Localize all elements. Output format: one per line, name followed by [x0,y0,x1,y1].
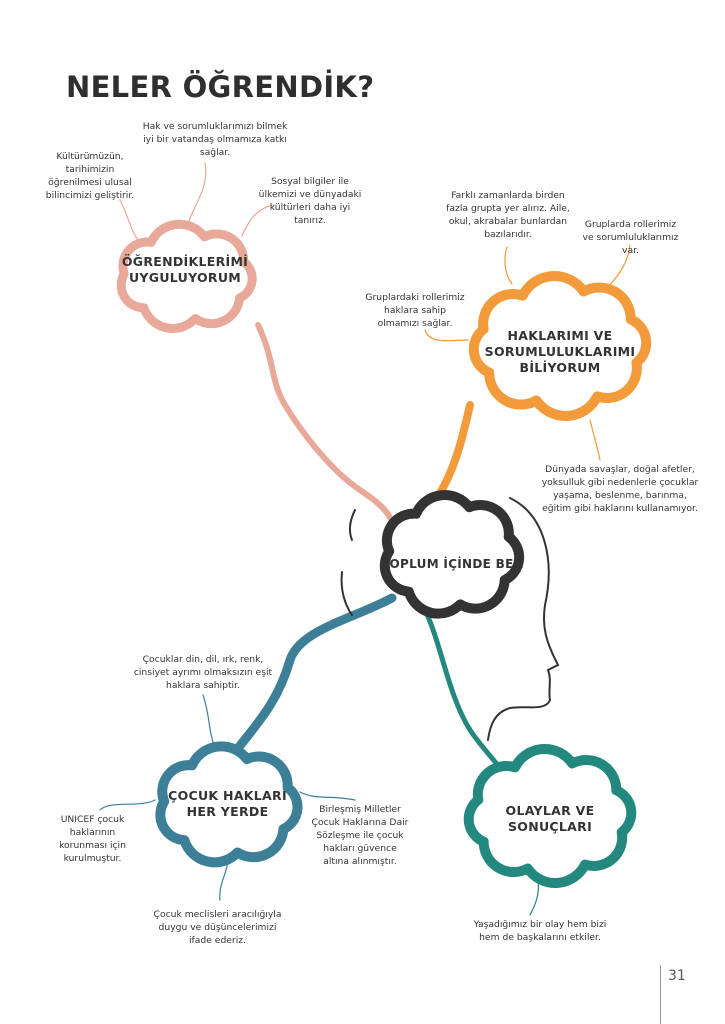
cloud-orange-title: HAKLARIMI VE SORUMLULUKLARIMI BİLİYORUM [470,328,650,376]
cloud-orange-line3: BİLİYORUM [519,360,601,375]
page-number: 31 [668,968,686,984]
head-profile [487,497,560,741]
cloud-center-shape [379,490,525,619]
cloud-pink-line1: ÖĞRENDİKLERİMİ [121,254,249,269]
page-divider [660,965,661,1024]
branch-teal [415,595,503,771]
cloud-pink-title: ÖĞRENDİKLERİMİ UYGULUYORUM [110,254,260,286]
cloud-pink-shape [116,219,257,333]
note-blue-2: UNICEF çocuk haklarının korunması için k… [59,814,126,864]
page-title: NELER ÖĞRENDİK? [66,70,375,104]
note-orange-2: Gruplarda rollerimiz ve sorumluluklarımı… [582,219,679,256]
cloud-orange-line2: SORUMLULUKLARIMI [484,344,636,359]
note-teal-1: Yaşadığımız bir olay hem bizi hem de baş… [473,919,607,943]
note-blue-1: Çocuklar din, dil, ırk, renk, cinsiyet a… [133,654,273,691]
cloud-blue-line1: ÇOCUK HAKLARI [168,788,287,803]
cloud-teal-line1: OLAYLAR VE [505,803,595,818]
note-orange-3: Gruplardaki rollerimiz haklara sahip olm… [365,292,465,329]
note-orange-4: Dünyada savaşlar, doğal afetler, yoksull… [541,464,699,514]
branch-blue [233,593,397,753]
head-back-2 [340,571,353,616]
cloud-teal-title: OLAYLAR VE SONUÇLARI [470,803,630,835]
cloud-teal-shape [463,743,637,889]
note-orange-1: Farklı zamanlarda birden fazla grupta ye… [446,190,570,240]
cloud-blue-shape [155,741,303,868]
cloud-pink-line2: UYGULUYORUM [128,270,242,285]
branch-pink [255,322,395,525]
cloud-teal-line2: SONUÇLARI [507,819,593,834]
note-pink-3: Sosyal bilgiler ile ülkemizi ve dünyadak… [258,176,362,226]
cloud-center-title: TOPLUM İÇİNDE BEN [381,557,524,571]
note-pink-1: Kültürümüzün, tarihimizin öğrenilmesi ul… [45,151,135,201]
note-pink-2: Hak ve sorumluklarımızı bilmek iyi bir v… [142,121,288,158]
cloud-orange-shape [468,271,652,421]
cloud-orange-line1: HAKLARIMI VE [507,328,613,343]
cloud-blue-title: ÇOCUK HAKLARI HER YERDE [150,788,305,820]
note-blue-3: Birleşmiş Milletler Çocuk Haklarına Dair… [311,804,409,867]
branch-orange [432,401,474,504]
note-blue-4: Çocuk meclisleri aracılığıyla duygu ve d… [153,909,282,946]
cloud-blue-line2: HER YERDE [186,804,269,819]
head-back [348,509,356,541]
